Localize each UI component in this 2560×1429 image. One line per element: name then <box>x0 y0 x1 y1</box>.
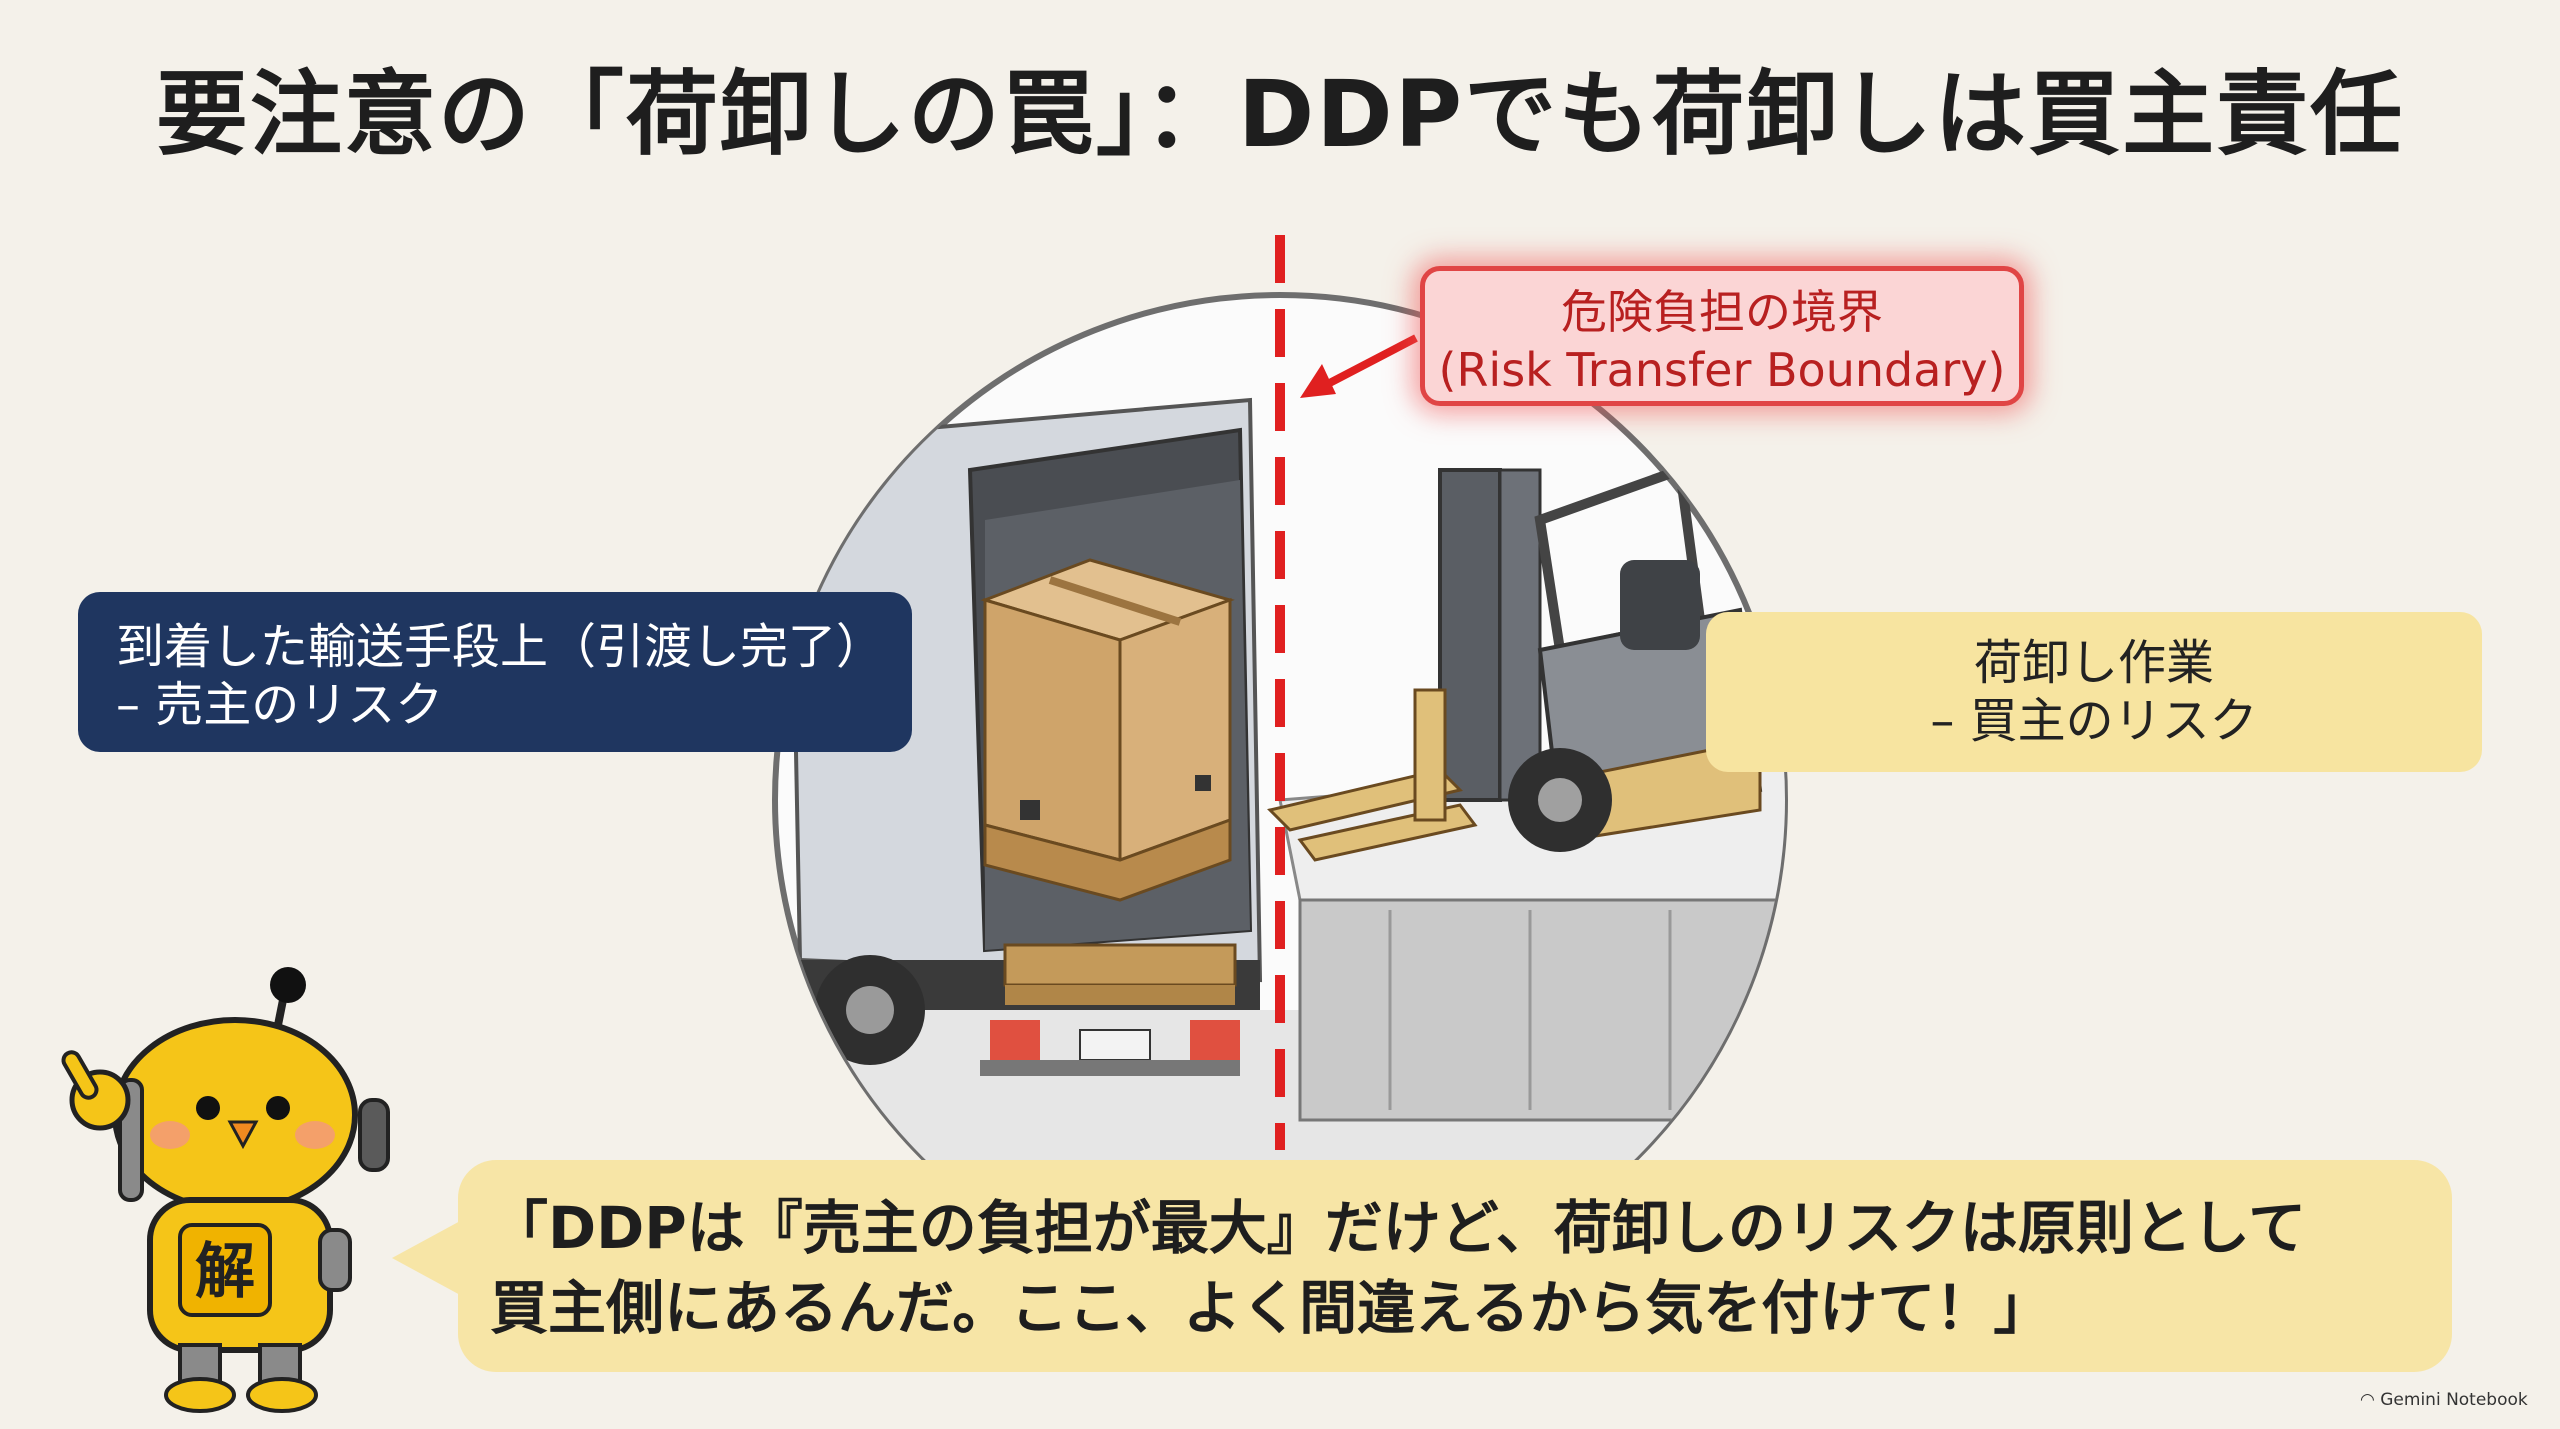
mascot-badge: 解 <box>195 1237 255 1307</box>
buyer-risk-line2: – 買主のリスク <box>1930 693 2258 749</box>
risk-boundary-label: 危険負担の境界 (Risk Transfer Boundary) <box>1420 266 2024 406</box>
gemini-logo-icon: ◠ <box>2360 1390 2381 1410</box>
risk-boundary-label-en: (Risk Transfer Boundary) <box>1438 343 2006 397</box>
seller-risk-box: 到着した輸送手段上（引渡し完了） – 売主のリスク <box>78 592 912 752</box>
credit-logo: ◠ Gemini Notebook <box>2360 1390 2528 1410</box>
arrow-icon <box>1300 334 1418 398</box>
buyer-risk-box: 荷卸し作業 – 買主のリスク <box>1706 612 2482 772</box>
speech-line2: 買主側にあるんだ。ここ、よく間違えるから気を付けて！」 <box>490 1274 2052 1342</box>
seller-risk-line1: 到着した輸送手段上（引渡し完了） <box>116 619 885 675</box>
forklift-illustration <box>1267 463 1763 862</box>
loading-dock-wall <box>1298 898 1785 1122</box>
mascot-robot-chick: 解 <box>61 967 390 1413</box>
buyer-risk-line1: 荷卸し作業 <box>1973 635 2214 691</box>
credit-text: Gemini Notebook <box>2380 1390 2528 1410</box>
seller-risk-line2: – 売主のリスク <box>116 677 444 733</box>
speech-bubble: 「DDPは『売主の負担が最大』だけど、荷卸しのリスクは原則として 買主側にあるん… <box>458 1160 2452 1372</box>
cardboard-box-illustration <box>980 558 1235 902</box>
speech-line1: 「DDPは『売主の負担が最大』だけど、荷卸しのリスクは原則として <box>490 1194 2307 1262</box>
page-title: 要注意の「荷卸しの罠」：DDPでも荷卸しは買主責任 <box>155 61 2405 168</box>
speech-bubble-tail <box>392 1220 462 1296</box>
risk-boundary-label-jp: 危険負担の境界 <box>1561 285 1883 339</box>
